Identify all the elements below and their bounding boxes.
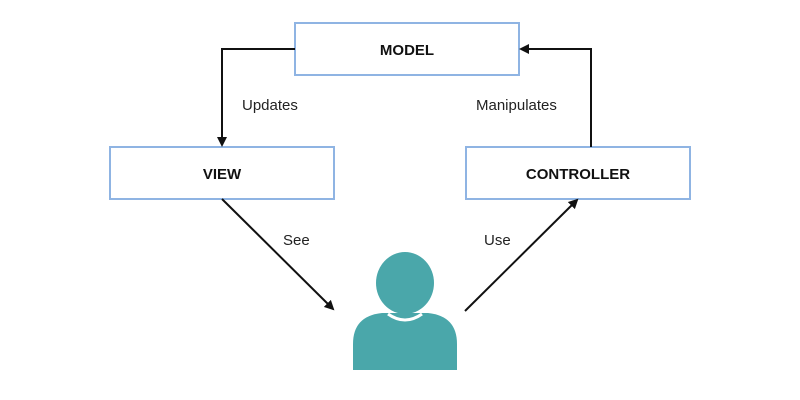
- controller-label: CONTROLLER: [526, 166, 630, 183]
- updates-arrow: [217, 48, 295, 147]
- model-node: MODEL: [294, 22, 520, 76]
- manipulates-label: Manipulates: [476, 97, 557, 114]
- user-icon: [353, 252, 457, 370]
- view-node: VIEW: [109, 146, 335, 200]
- see-label: See: [283, 232, 310, 249]
- use-label: Use: [484, 232, 511, 249]
- view-label: VIEW: [203, 166, 242, 183]
- controller-node: CONTROLLER: [465, 146, 691, 200]
- manipulates-arrow: [519, 44, 592, 147]
- updates-label: Updates: [242, 97, 298, 114]
- model-label: MODEL: [380, 42, 434, 59]
- see-arrow: [221, 198, 335, 311]
- use-arrow: [464, 198, 579, 312]
